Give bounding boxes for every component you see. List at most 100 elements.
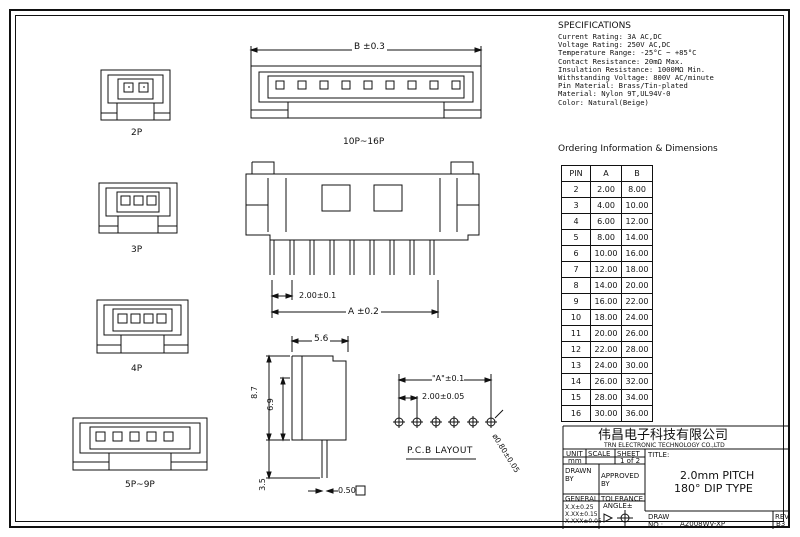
drawing-title-line2: 180° DIP TYPE: [674, 482, 753, 495]
company-name-cn: 伟昌电子科技有限公司: [598, 428, 729, 443]
spec-line: Pin Material: Brass/Tin-plated: [558, 81, 688, 91]
table-cell: 15: [561, 389, 591, 406]
draw-no-value: A2008WV-XP: [680, 520, 726, 528]
table-header-cell: A: [590, 165, 622, 182]
table-cell: 14.00: [621, 229, 653, 246]
spec-line: Voltage Rating: 250V AC,DC: [558, 40, 671, 50]
dim-a: A ±0.2: [346, 307, 381, 317]
table-cell: 4.00: [590, 197, 622, 214]
general-label: GENERAL: [565, 495, 598, 503]
dim-height-69: 6.9: [265, 398, 275, 411]
table-cell: 32.00: [621, 373, 653, 390]
specifications-title: SPECIFICATIONS: [558, 21, 632, 31]
table-cell: 30.00: [621, 357, 653, 374]
table-cell: 36.00: [621, 405, 653, 422]
dim-height-87: 8.7: [249, 386, 259, 399]
table-cell: 26.00: [621, 325, 653, 342]
pcb-dim-a: "A"±0.1: [432, 374, 465, 383]
pcb-pitch: 2.00±0.05: [422, 392, 465, 401]
dim-width: 5.6: [312, 334, 331, 344]
table-cell: 16.00: [590, 293, 622, 310]
table-cell: 22.00: [590, 341, 622, 358]
company-name-en: TRN ELECTRONIC TECHNOLOGY CO.,LTD: [604, 442, 725, 449]
table-cell: 28.00: [590, 389, 622, 406]
tolerance-2: X.XX±0.15: [565, 511, 598, 518]
top-view-2p: [100, 69, 171, 121]
table-cell: 30.00: [590, 405, 622, 422]
table-cell: 26.00: [590, 373, 622, 390]
table-cell: 24.00: [621, 309, 653, 326]
tolerance-label: TOLERANCE: [601, 495, 644, 503]
table-cell: 2: [561, 181, 591, 198]
table-cell: 34.00: [621, 389, 653, 406]
table-cell: 18.00: [590, 309, 622, 326]
tolerance-1: X.X±0.25: [565, 504, 594, 511]
table-cell: 18.00: [621, 261, 653, 278]
table-cell: 8.00: [590, 229, 622, 246]
dim-pin-35: 3.5: [257, 478, 267, 491]
table-cell: 12.00: [590, 261, 622, 278]
unit-label: UNIT: [566, 450, 583, 458]
drawing-sheet-border: [9, 9, 790, 528]
label-3p: 3P: [131, 245, 143, 255]
pcb-layout-label: P.C.B LAYOUT: [407, 446, 473, 456]
spec-line: Withstanding Voltage: 800V AC/minute: [558, 73, 714, 82]
rev-label: REV.: [775, 513, 791, 521]
spec-line: Insulation Resistance: 1000MΩ Min.: [558, 64, 706, 74]
table-cell: 28.00: [621, 341, 653, 358]
tolerance-3: X.XXX±0.05: [565, 518, 602, 525]
label-10p-16p: 10P~16P: [343, 137, 385, 147]
table-cell: 9: [561, 293, 591, 310]
spec-line: Current Rating: 3A AC,DC: [558, 32, 662, 41]
ordering-title: Ordering Information & Dimensions: [558, 144, 718, 154]
drawing-inner-border: [15, 15, 784, 522]
scale-label: SCALE: [588, 450, 611, 458]
table-cell: 6.00: [590, 213, 622, 230]
rev-value: B3: [776, 520, 786, 528]
table-header-cell: B: [621, 165, 653, 182]
table-cell: 2.00: [590, 181, 622, 198]
table-cell: 16: [561, 405, 591, 422]
table-cell: 6: [561, 245, 591, 262]
table-cell: 12: [561, 341, 591, 358]
drawn-by-label: DRAWN BY: [565, 467, 592, 483]
top-view-5p-9p: [72, 417, 208, 471]
dim-pin-050: 0.50: [338, 486, 356, 495]
label-2p: 2P: [131, 128, 143, 138]
table-cell: 14: [561, 373, 591, 390]
title-block-frame: [562, 425, 790, 529]
table-header-cell: PIN: [561, 165, 591, 182]
table-cell: 24.00: [590, 357, 622, 374]
draw-no-label: DRAW NO.:: [648, 513, 670, 529]
label-5p-9p: 5P~9P: [125, 480, 155, 490]
table-cell: 10.00: [590, 245, 622, 262]
approved-by-label: APPROVED BY: [601, 472, 640, 488]
table-cell: 10: [561, 309, 591, 326]
dim-pitch: 2.00±0.1: [299, 291, 337, 300]
table-cell: 8: [561, 277, 591, 294]
table-cell: 5: [561, 229, 591, 246]
sheet-value: 1 of 2: [620, 457, 641, 465]
spec-line: Material: Nylon 9T,UL94V-0: [558, 89, 671, 99]
front-view: [245, 161, 480, 318]
side-view: [266, 336, 366, 496]
table-cell: 7: [561, 261, 591, 278]
top-view-4p: [96, 299, 189, 354]
top-view-10p-16p: [249, 46, 483, 119]
spec-line: Color: Natural(Beige): [558, 97, 649, 107]
label-4p: 4P: [131, 364, 143, 374]
spec-line: Contact Resistance: 20mΩ Max.: [558, 56, 684, 66]
unit-value: mm: [568, 457, 582, 465]
